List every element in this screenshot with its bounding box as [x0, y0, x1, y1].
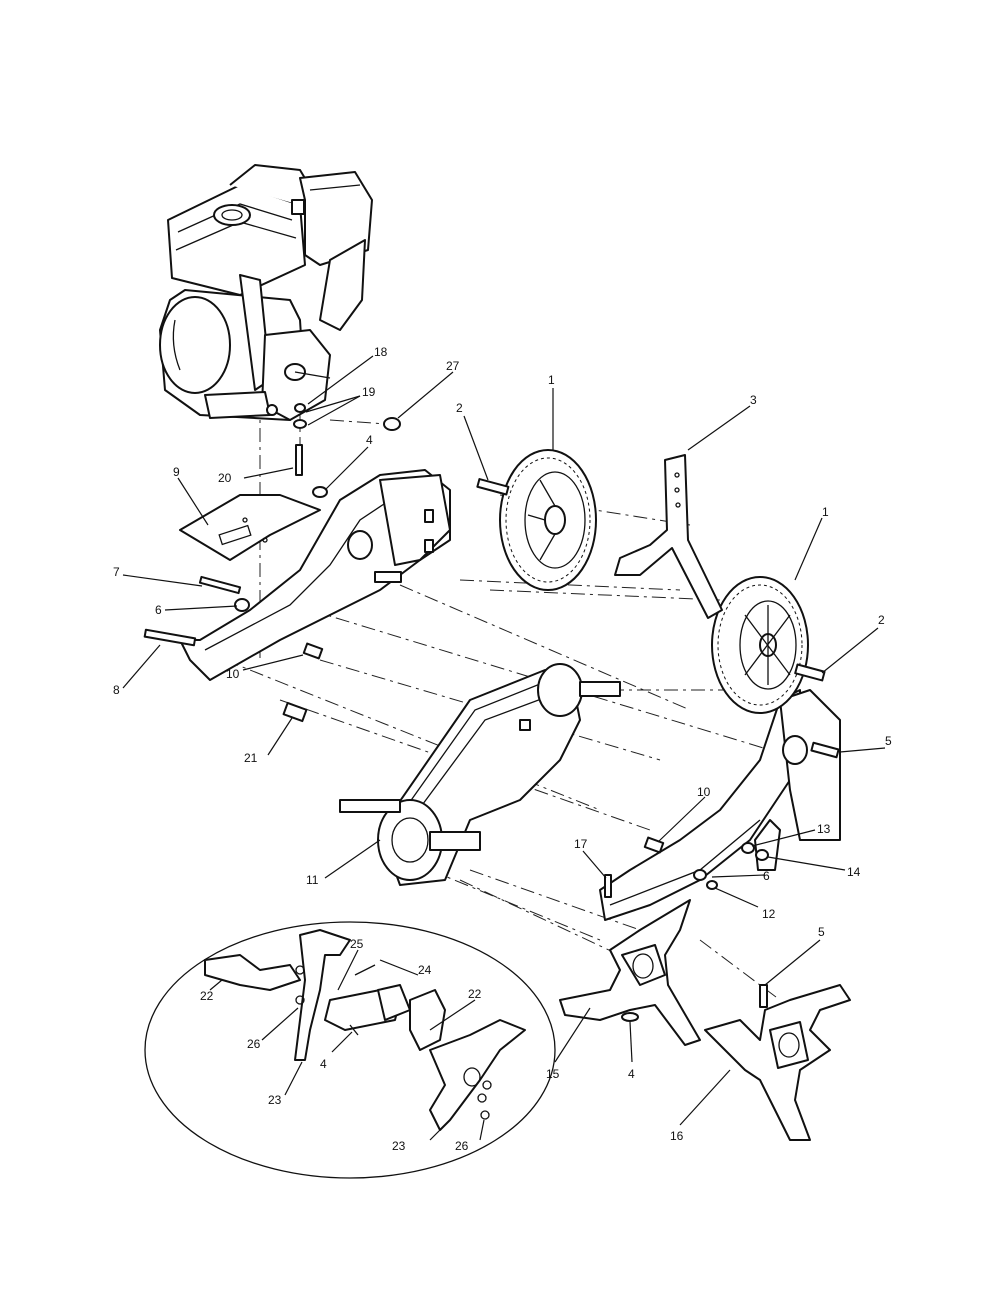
- callout-leaders: [122, 355, 886, 1141]
- callout-label: 4: [320, 1057, 327, 1071]
- callout-label: 13: [817, 822, 831, 836]
- callout-label: 15: [546, 1067, 560, 1081]
- callout-labels: 1 1 2 2 3 4 4 4 5 5 6 6 7 8 9 10 10 11 1…: [113, 345, 892, 1153]
- callout-label: 12: [762, 907, 776, 921]
- callout-label: 22: [200, 989, 214, 1003]
- engine: [159, 164, 373, 421]
- callout-label: 19: [362, 385, 376, 399]
- callout-label: 27: [446, 359, 460, 373]
- tine-assembly-left: [559, 899, 701, 1046]
- frame-right: [599, 689, 841, 921]
- tine-detail-view: [144, 921, 556, 1179]
- callout-label: 22: [468, 987, 482, 1001]
- callout-label: 26: [247, 1037, 261, 1051]
- callout-label: 20: [218, 471, 232, 485]
- wheel-lower: [711, 576, 809, 714]
- callout-label: 24: [418, 963, 432, 977]
- callout-label: 4: [366, 433, 373, 447]
- callout-label: 18: [374, 345, 388, 359]
- callout-label: 26: [455, 1139, 469, 1153]
- callout-label: 11: [306, 873, 319, 887]
- transmission-housing: [339, 663, 621, 886]
- callout-label: 6: [763, 869, 770, 883]
- callout-label: 5: [818, 925, 825, 939]
- callout-label: 2: [456, 401, 463, 415]
- callout-label: 21: [244, 751, 258, 765]
- callout-label: 17: [574, 837, 588, 851]
- callout-label: 9: [173, 465, 180, 479]
- callout-label: 3: [750, 393, 757, 407]
- callout-label: 7: [113, 565, 120, 579]
- wheel-upper: [499, 449, 597, 591]
- hardware: [143, 403, 840, 1022]
- callout-label: 14: [847, 865, 861, 879]
- depth-stake-bracket: [614, 454, 723, 619]
- tine-assembly-right: [704, 984, 851, 1141]
- assembly-lines: [199, 320, 800, 1001]
- callout-label: 8: [113, 683, 120, 697]
- frame-left: [179, 469, 451, 681]
- skid-plate: [179, 494, 321, 561]
- callout-label: 10: [226, 667, 240, 681]
- callout-label: 10: [697, 785, 711, 799]
- callout-label: 2: [878, 613, 885, 627]
- callout-label: 4: [628, 1067, 635, 1081]
- callout-label: 23: [392, 1139, 406, 1153]
- callout-label: 6: [155, 603, 162, 617]
- callout-label: 1: [822, 505, 829, 519]
- callout-label: 16: [670, 1129, 684, 1143]
- callout-label: 1: [548, 373, 555, 387]
- callout-label: 25: [350, 937, 364, 951]
- callout-label: 5: [885, 734, 892, 748]
- callout-label: 23: [268, 1093, 282, 1107]
